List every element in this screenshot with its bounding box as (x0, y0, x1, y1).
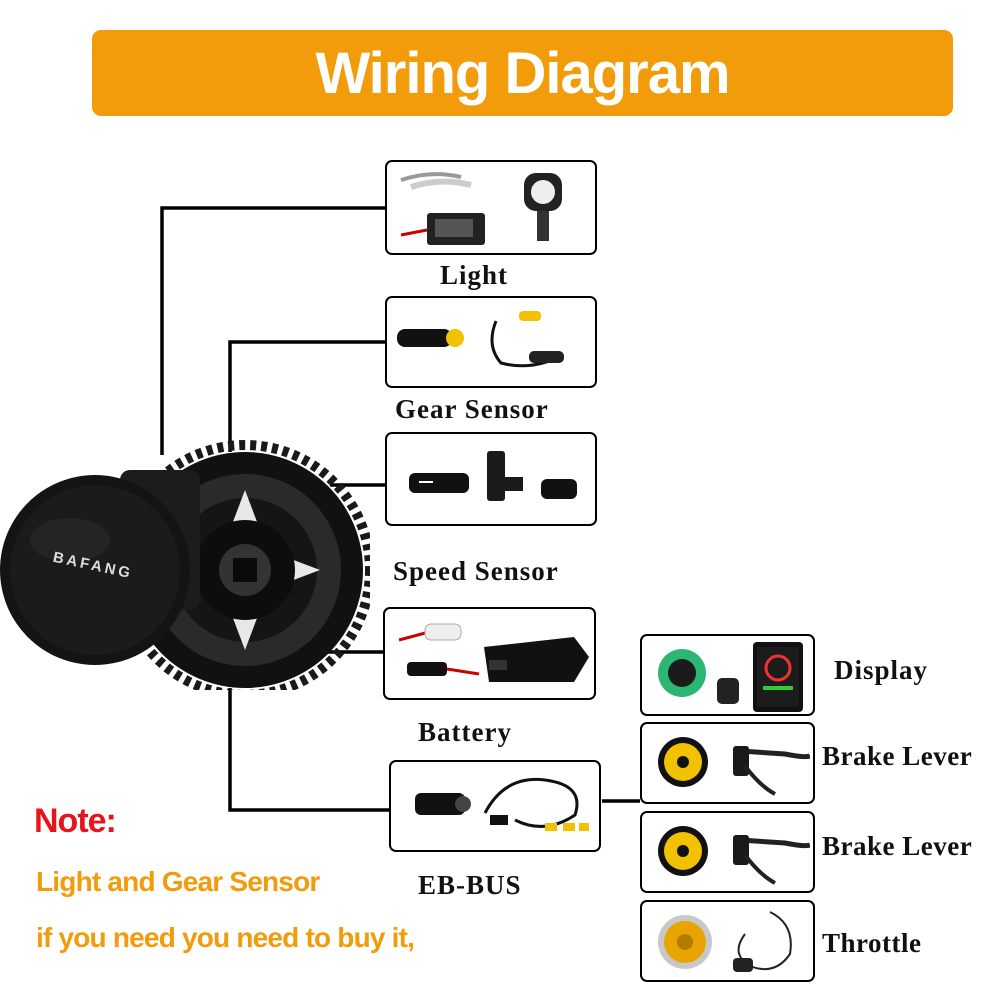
light-wire (160, 206, 385, 455)
speed-sensor-box (385, 432, 597, 526)
gear-sensor-wire (228, 340, 385, 452)
battery-image (398, 623, 589, 682)
brake-lever-image-1 (658, 737, 810, 796)
gear-sensor-image (397, 311, 564, 368)
page-title: Wiring Diagram (315, 41, 730, 106)
gear-sensor-label: Gear Sensor (395, 394, 549, 424)
eb-bus-label: EB-BUS (418, 870, 522, 900)
speed-sensor-label: Speed Sensor (393, 556, 559, 586)
brake-lever-label-2: Brake Lever (822, 831, 973, 861)
display-box (640, 634, 815, 716)
brake-lever-image-2 (658, 826, 810, 885)
eb-bus-box (389, 760, 601, 852)
display-image (658, 642, 803, 712)
eb-bus-wire (228, 688, 390, 812)
battery-label: Battery (418, 717, 512, 747)
light-box (385, 160, 597, 255)
note-line-2: if you need you need to buy it, (36, 922, 415, 953)
display-label: Display (834, 655, 929, 685)
note-title: Note: (34, 802, 117, 840)
brake-lever-label-1: Brake Lever (822, 741, 973, 771)
light-label: Light (440, 260, 509, 290)
motor-image: BAFANG (0, 440, 370, 690)
title-banner: Wiring Diagram (92, 30, 953, 116)
light-image (400, 172, 562, 245)
speed-sensor-image (409, 451, 577, 501)
brake-lever-box-1 (640, 722, 815, 804)
throttle-box (640, 900, 815, 982)
throttle-label: Throttle (822, 928, 922, 958)
note-line-1: Light and Gear Sensor (36, 866, 320, 897)
gear-sensor-box (385, 296, 597, 388)
battery-box (383, 607, 596, 700)
throttle-image (658, 911, 792, 972)
eb-bus-image (415, 777, 589, 831)
brake-lever-box-2 (640, 811, 815, 893)
